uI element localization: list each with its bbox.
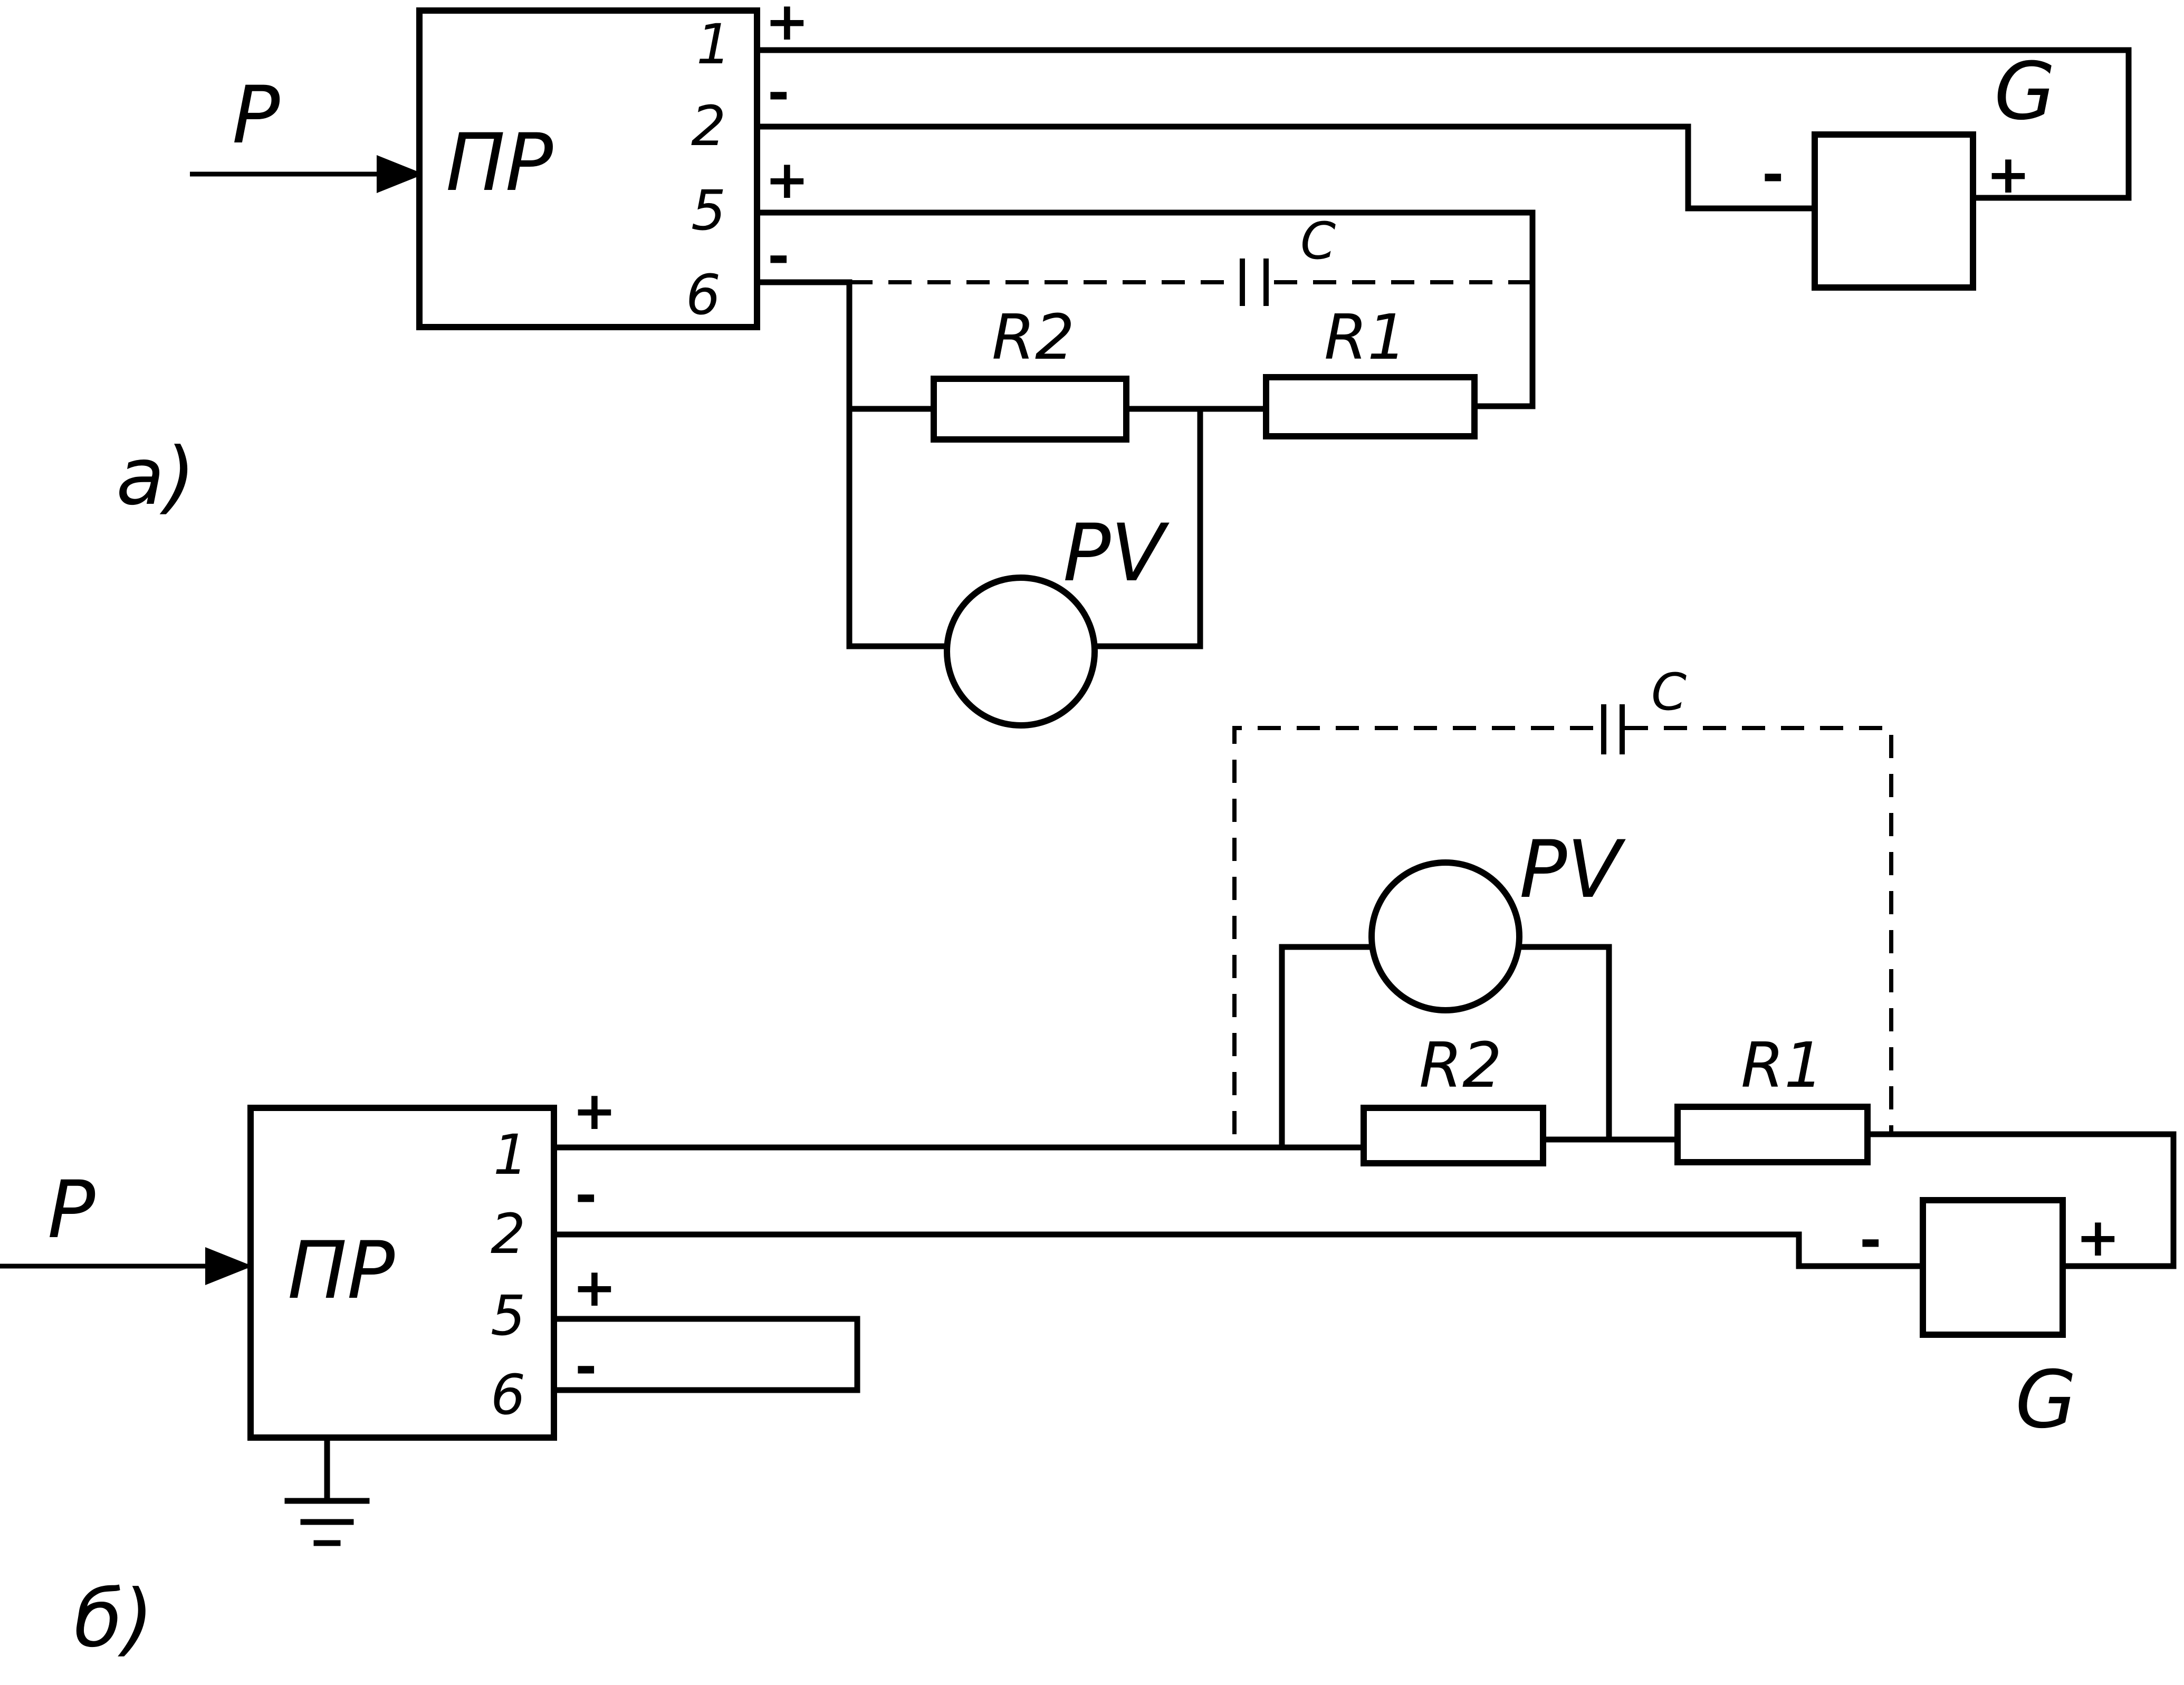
pin-5-a: 5 <box>691 178 726 243</box>
source-minus-b: - <box>1860 1209 1882 1271</box>
wire-pin2-b <box>551 1231 1926 1269</box>
wire-pv-right-b <box>1516 944 1612 1143</box>
transducer-block-b <box>247 1105 557 1441</box>
input-label-b: P <box>47 1164 95 1256</box>
resistor-r1-label-a: R1 <box>1324 301 1407 374</box>
source-g-b <box>1920 1197 2066 1338</box>
wire-pin5-6-loop-b <box>551 1316 860 1393</box>
pin-1-b: 1 <box>493 1123 528 1187</box>
voltmeter-label-a: PV <box>1063 508 1170 599</box>
wire-r1-to-g-b <box>1864 1131 2177 1269</box>
voltmeter-pv-a <box>944 575 1098 729</box>
source-plus-a: + <box>1986 143 2030 205</box>
caption-b: б) <box>74 1573 154 1665</box>
diagram-a: P ПР 1 2 5 6 + - + - G - + C <box>116 0 2132 729</box>
resistor-r1-b <box>1674 1104 1871 1165</box>
source-label-b: G <box>2015 1354 2076 1446</box>
pin-5-b: 5 <box>491 1284 525 1348</box>
pin-2-a: 2 <box>691 94 726 158</box>
source-plus-b: + <box>2076 1207 2120 1268</box>
pin-2-sign-a: - <box>768 62 790 123</box>
pin-1-sign-a: + <box>765 0 809 52</box>
resistor-r1-a <box>1263 374 1478 439</box>
pin-1-sign-b: + <box>572 1080 617 1142</box>
cap-lead-right-b <box>1625 726 1893 1134</box>
voltmeter-label-b: PV <box>1519 824 1626 916</box>
capacitor-label-a: C <box>1300 212 1336 271</box>
block-label-b: ПР <box>288 1225 395 1317</box>
transducer-block-a <box>416 7 760 330</box>
block-label-a: ПР <box>446 117 553 209</box>
voltmeter-pv-b <box>1368 859 1522 1013</box>
resistor-r1-label-b: R1 <box>1741 1029 1824 1102</box>
pin-6-a: 6 <box>686 263 721 327</box>
pin-2-sign-b: - <box>575 1164 597 1226</box>
resistor-r2-b <box>1361 1105 1546 1166</box>
resistor-r2-label-a: R2 <box>992 301 1075 374</box>
source-minus-a: - <box>1762 143 1784 205</box>
wire-pin2-a <box>754 123 1818 212</box>
pin-2-b: 2 <box>491 1202 525 1266</box>
source-label-a: G <box>1994 46 2055 138</box>
caption-a: а) <box>116 431 195 523</box>
resistor-r2-a <box>931 376 1129 443</box>
source-g-a <box>1812 131 1976 291</box>
pin-5-sign-a: + <box>765 149 809 210</box>
wire-pin5-a <box>754 209 1536 409</box>
cap-lead-left-b <box>1232 726 1601 1134</box>
pin-5-sign-b: + <box>572 1257 617 1318</box>
pin-1-a: 1 <box>696 12 731 76</box>
wire-pin6-a <box>754 279 953 649</box>
resistor-r2-label-b: R2 <box>1419 1029 1502 1102</box>
wire-pv-left-b <box>1279 944 1377 1151</box>
wire-pv-right-a <box>1091 406 1203 649</box>
diagram-b: P ПР 1 2 5 6 + - + - R2 R1 <box>0 663 2177 1665</box>
pin-6-b: 6 <box>491 1363 525 1427</box>
pin-6-sign-a: - <box>768 225 790 287</box>
input-label-a: P <box>232 70 280 161</box>
capacitor-label-b: C <box>1651 663 1687 722</box>
wire-pin1-a <box>754 47 2132 201</box>
